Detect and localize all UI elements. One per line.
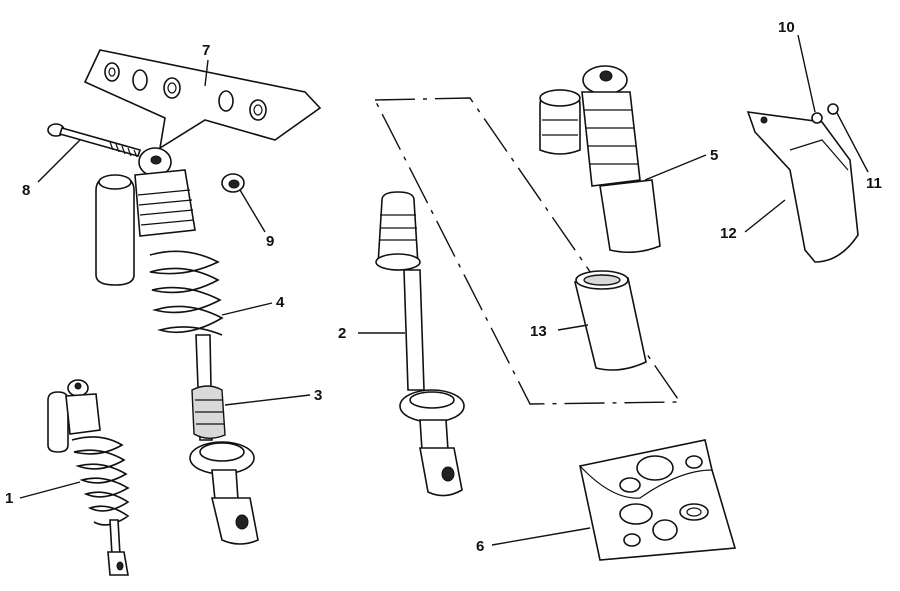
- callout-2: 2: [338, 325, 346, 342]
- part-9-nut: [221, 173, 245, 193]
- part-6-seal-kit: [579, 439, 737, 561]
- callout-11: 11: [866, 175, 882, 192]
- callout-10: 10: [778, 19, 795, 36]
- callout-13: 13: [530, 323, 547, 340]
- part-12-mud-guard: [746, 111, 859, 263]
- part-8-bolt: [47, 123, 142, 158]
- assembly-group-frame: [373, 97, 682, 405]
- callout-4: 4: [276, 294, 285, 311]
- callout-3: 3: [314, 387, 322, 404]
- part-13-sleeve: [573, 270, 647, 371]
- callout-1: 1: [5, 490, 13, 507]
- part-10-screw: [811, 112, 823, 124]
- part-7-bushing-kit: [83, 49, 322, 150]
- part-5-shock-body: [539, 65, 661, 254]
- part-11-nut: [827, 103, 839, 115]
- leader-lines: [19, 34, 869, 546]
- callout-9: 9: [266, 233, 274, 250]
- part-4-rear-shock-complete: [95, 147, 259, 545]
- part-1-rear-shock-small: [47, 379, 130, 576]
- callout-5: 5: [710, 147, 718, 164]
- callout-12: 12: [720, 225, 737, 242]
- callout-6: 6: [476, 538, 484, 555]
- part-2-damper-rod: [375, 191, 465, 497]
- callout-8: 8: [22, 182, 30, 199]
- callout-7: 7: [202, 42, 210, 59]
